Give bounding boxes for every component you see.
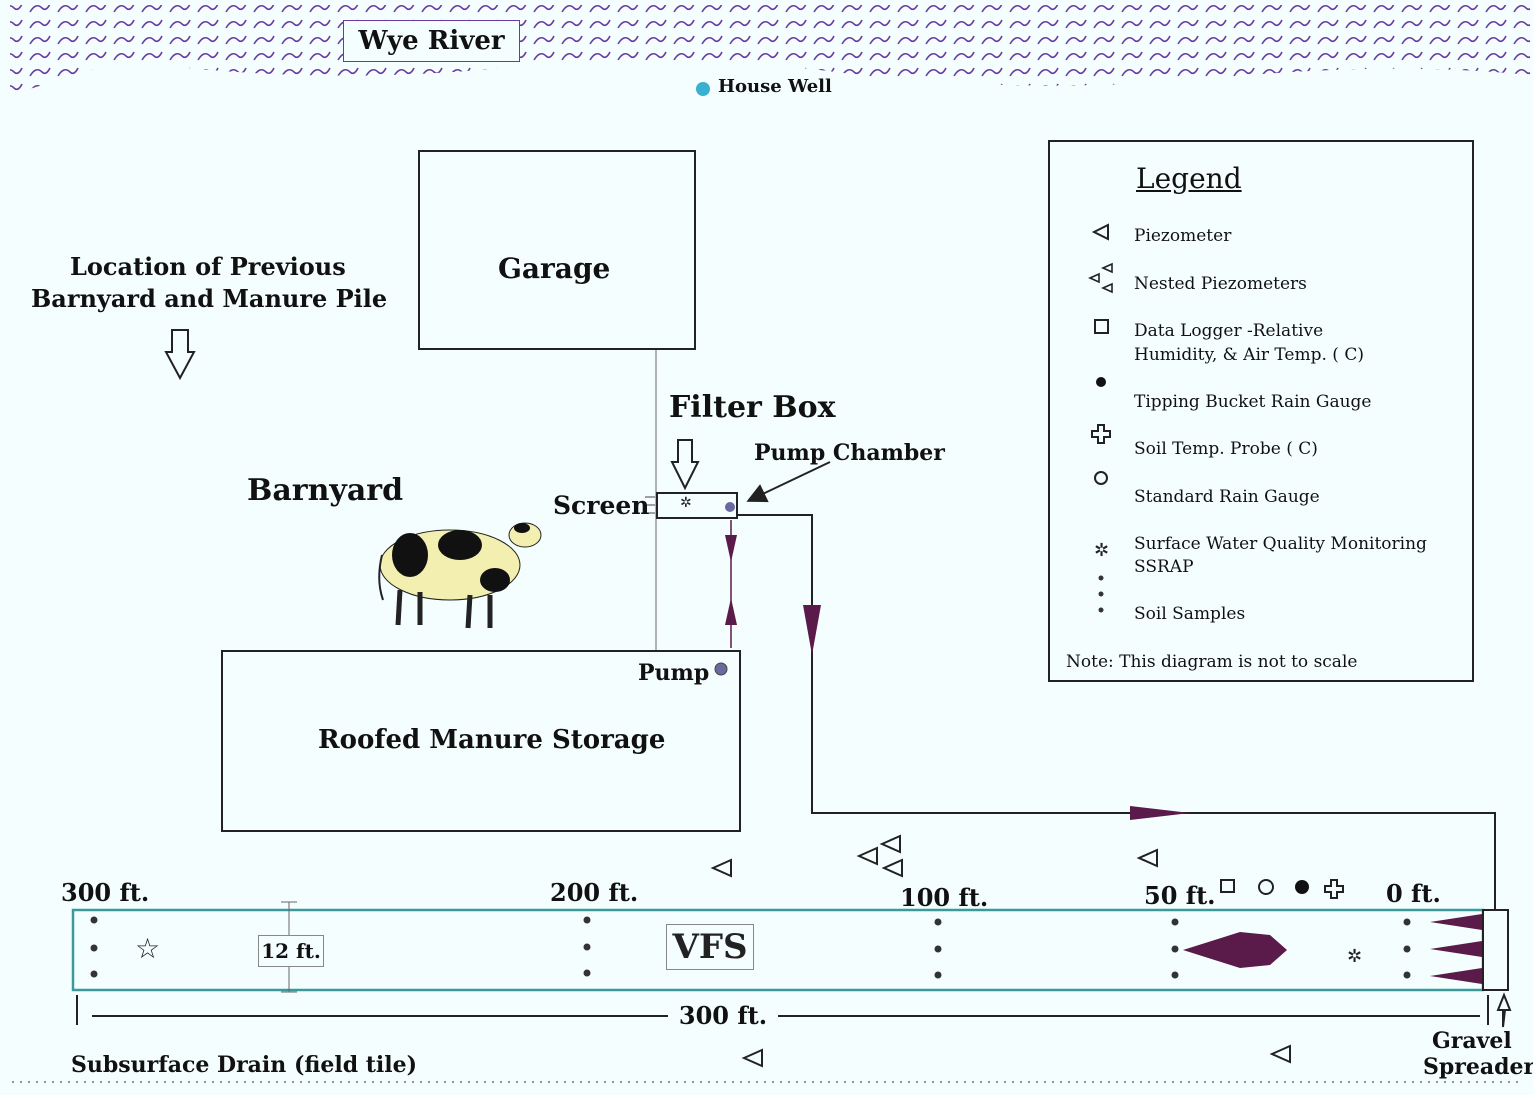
legend-item-surface-water-line2: SSRAP — [1134, 557, 1194, 577]
piezometer-icon — [1136, 848, 1158, 868]
flow-down-arrow — [725, 535, 737, 562]
filter-box-arrow — [670, 439, 700, 491]
nested-piezometers-icon — [1088, 262, 1113, 294]
soil-samples-200 — [583, 916, 591, 977]
spreader-arrow-3 — [1430, 968, 1482, 984]
legend-note: Note: This diagram is not to scale — [1066, 652, 1358, 672]
vfs-width-label: 12 ft. — [258, 935, 324, 967]
gravel-spreader-line2: Spreader — [1423, 1054, 1533, 1080]
distance-mark-50: 50 ft. — [1144, 881, 1216, 910]
piezometer-icon — [881, 858, 903, 878]
surface-water-quality-icon: ☆ — [135, 932, 160, 965]
subsurface-drain-label: Subsurface Drain (field tile) — [71, 1052, 418, 1078]
soil-samples-50 — [1171, 918, 1179, 979]
storage-pump-label: Pump — [638, 660, 710, 686]
soil-temp-probe-icon — [1324, 879, 1344, 899]
gravel-spreader-arrow — [1496, 992, 1512, 1028]
outflow-down-arrow — [803, 605, 821, 655]
spreader-arrow-1 — [1430, 914, 1482, 930]
svg-text:✲: ✲ — [1094, 540, 1109, 561]
surface-water-quality-icon: ✲ — [1347, 946, 1362, 967]
barnyard-label: Barnyard — [247, 473, 404, 508]
data-logger-icon — [1220, 879, 1235, 893]
piezometer-icon — [856, 846, 878, 866]
house-well-dot — [696, 82, 710, 96]
vfs-flow-arrow-large — [1183, 932, 1287, 968]
manure-storage-box — [221, 650, 741, 832]
legend-title: Legend — [1136, 162, 1242, 195]
standard-rain-gauge-icon — [1258, 879, 1274, 895]
soil-temp-probe-icon — [1091, 424, 1111, 444]
distance-mark-0: 0 ft. — [1386, 879, 1441, 908]
legend-item-soil-temp-probe: Soil Temp. Probe ( C) — [1134, 439, 1318, 459]
pump-chamber-label: Pump Chamber — [754, 440, 945, 466]
gravel-spreader-box — [1482, 909, 1509, 991]
legend-item-data-logger: Data Logger -Relative — [1134, 321, 1324, 341]
data-logger-icon — [1094, 319, 1109, 334]
soil-samples-100 — [934, 918, 942, 979]
flow-up-arrow — [725, 598, 737, 625]
legend-item-surface-water: Surface Water Quality Monitoring — [1134, 534, 1427, 554]
screen-label: Screen — [553, 491, 650, 520]
filter-box-label: Filter Box — [669, 390, 836, 425]
pump-chamber-pointer — [746, 461, 831, 503]
vfs-length-label: 300 ft. — [668, 1000, 778, 1032]
soil-samples-icon — [1098, 575, 1104, 613]
pump-chamber-star-icon: ✲ — [680, 495, 692, 511]
soil-samples-0 — [1403, 918, 1411, 979]
legend-item-standard-rain-gauge: Standard Rain Gauge — [1134, 487, 1320, 507]
distance-mark-200: 200 ft. — [550, 878, 639, 907]
cow-illustration — [378, 522, 542, 629]
legend-item-piezometer: Piezometer — [1134, 226, 1232, 246]
garage-box — [418, 150, 696, 350]
legend-item-data-logger-line2: Humidity, & Air Temp. ( C) — [1134, 345, 1364, 365]
surface-water-quality-icon: ✲ — [1094, 540, 1109, 561]
legend-item-tipping-bucket: Tipping Bucket Rain Gauge — [1134, 392, 1372, 412]
distance-mark-300: 300 ft. — [61, 878, 150, 907]
garage-label: Garage — [498, 252, 611, 285]
river-label: Wye River — [343, 20, 520, 62]
piezometer-icon — [1091, 223, 1109, 241]
piezometer-icon — [1269, 1044, 1291, 1064]
piezometer-icon — [710, 858, 732, 878]
vfs-label: VFS — [666, 924, 754, 970]
tipping-bucket-rain-gauge-icon — [1096, 377, 1106, 387]
manure-storage-label: Roofed Manure Storage — [318, 725, 666, 755]
outflow-pipe — [738, 514, 1496, 912]
pump-chamber-dot — [725, 502, 735, 512]
soil-samples-300 — [90, 916, 98, 978]
legend-item-soil-samples: Soil Samples — [1134, 604, 1246, 624]
storage-pump-dot — [714, 662, 728, 676]
piezometer-icon — [879, 834, 901, 854]
distance-mark-100: 100 ft. — [900, 883, 989, 912]
tipping-bucket-rain-gauge-icon — [1295, 880, 1309, 894]
previous-barnyard-line1: Location of Previous — [70, 252, 346, 281]
pump-chamber-box — [656, 492, 738, 519]
legend-panel: Legend Piezometer Nested Piezometers Dat… — [1048, 140, 1474, 682]
house-well-label: House Well — [718, 76, 832, 97]
previous-barnyard-line2: Barnyard and Manure Pile — [31, 284, 388, 313]
outflow-right-arrow — [1130, 806, 1190, 820]
piezometer-icon — [741, 1048, 763, 1068]
previous-barnyard-arrow — [164, 329, 196, 381]
legend-item-nested-piezometers: Nested Piezometers — [1134, 274, 1307, 294]
standard-rain-gauge-icon — [1094, 471, 1108, 485]
spreader-arrow-2 — [1430, 941, 1482, 957]
gravel-spreader-line1: Gravel — [1432, 1028, 1512, 1054]
